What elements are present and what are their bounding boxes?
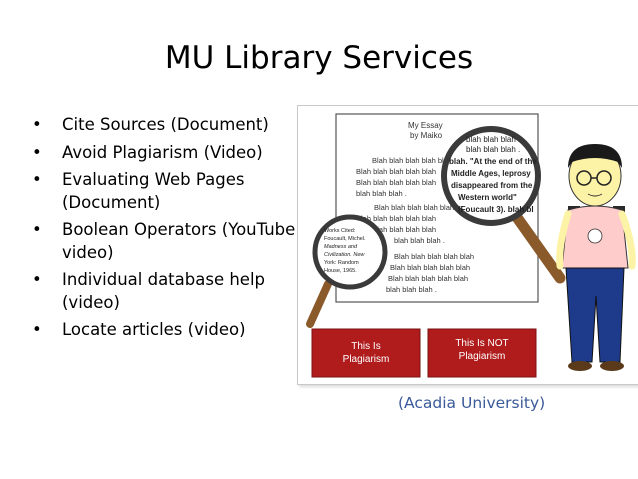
person-arm (618, 210, 636, 270)
essay-line: blah blah blah . (386, 285, 437, 294)
works-cited-line: Works Cited: (324, 228, 356, 234)
essay-line: Blah blah blah blah blah (356, 167, 436, 176)
bullet-item: Avoid Plagiarism (Video) (32, 142, 307, 165)
essay-line: Blah blah blah blah blah (372, 156, 452, 165)
quote-line: disappeared from the (451, 181, 533, 190)
bullet-item: Boolean Operators (YouTube video) (32, 219, 307, 264)
magnifier-lens-large (441, 126, 541, 226)
quote-line: blah. "At the end of the (449, 157, 537, 166)
person-mouth (587, 193, 603, 197)
essay-line: Blah blah blah blah blah (356, 225, 436, 234)
bullet-item: Individual database help (video) (32, 269, 307, 314)
slide-title: MU Library Services (164, 40, 474, 76)
button-label: This Is NOT (455, 338, 508, 349)
essay-line: blah blah blah . (356, 189, 407, 198)
bullet-item: Evaluating Web Pages (Document) (32, 169, 307, 214)
this-is-not-plagiarism-button[interactable] (427, 328, 537, 378)
cat-icon (587, 228, 603, 244)
quote-line: blah blah blah . (466, 145, 520, 154)
plagiarism-illustration: My Essay by Maiko Blah blah blah blah bl… (297, 105, 638, 385)
magnifier-handle (510, 210, 566, 284)
works-cited-line: Madness and (324, 244, 358, 250)
quote-line: Middle Ages, leprosy (451, 169, 531, 178)
essay-line: Blah blah blah blah blah (356, 178, 436, 187)
works-cited-line: House, 1965. (324, 268, 357, 274)
bullet-item: Cite Sources (Document) (32, 114, 307, 137)
essay-title: My Essay (408, 121, 443, 130)
essay-line: blah blah blah . (394, 236, 445, 245)
works-cited-line: York: Random (324, 260, 359, 266)
person-shoe (568, 361, 592, 371)
essay-line: Blah blah blah blah blah (394, 252, 474, 261)
image-credit: (Acadia University) (398, 394, 546, 412)
button-label: Plagiarism (459, 351, 506, 362)
works-cited-line: Foucault, Michel. (324, 236, 366, 242)
button-label: Plagiarism (343, 354, 390, 365)
quote-line: blah blah blah . (466, 135, 520, 144)
essay-body: Blah blah blah blah blah Blah blah blah … (356, 156, 474, 294)
magnifier-lens-small (312, 214, 388, 290)
person-pants (565, 267, 625, 363)
bullet-item: Locate articles (video) (32, 319, 307, 342)
illustration-svg: My Essay by Maiko Blah blah blah blah bl… (306, 113, 636, 378)
works-cited-line: Civilization. New (324, 252, 365, 258)
essay-line: Blah blah blah blah blah (356, 214, 436, 223)
cartoon-person (556, 144, 636, 371)
magnifier-handle (306, 280, 332, 328)
button-label: This Is (351, 341, 380, 352)
this-is-plagiarism-button[interactable] (311, 328, 421, 378)
essay-line: Blah blah blah blah blah (390, 263, 470, 272)
essay-line: Blah blah blah blah blah (388, 274, 468, 283)
quote-line: (Foucault 3). blah bl (458, 205, 534, 214)
person-hair (568, 144, 622, 168)
person-shoe (600, 361, 624, 371)
essay-line: Blah blah blah blah blah (374, 203, 454, 212)
bullet-list: Cite Sources (Document) Avoid Plagiarism… (32, 114, 307, 347)
magnified-quote: blah blah blah . blah blah blah . blah. … (449, 135, 537, 214)
essay-author: by Maiko (410, 131, 443, 140)
person-arm (556, 210, 572, 270)
quote-line: Western world" (458, 193, 517, 202)
works-cited: Works Cited: Foucault, Michel. Madness a… (324, 228, 366, 274)
